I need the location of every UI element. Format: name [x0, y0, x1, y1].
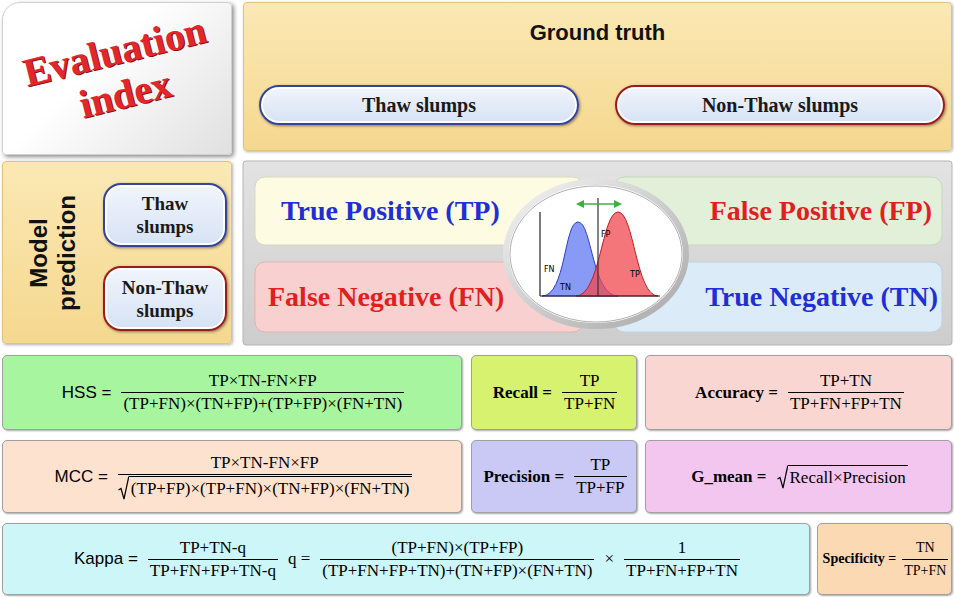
radical-stroke [777, 465, 787, 488]
radical-stroke [118, 477, 128, 500]
node-text: Non-Thaw slumps [702, 93, 858, 117]
matrix-cell: False Positive (FP) [614, 177, 942, 245]
formula-text: TP+FN+FP+TN-q [148, 561, 278, 581]
fraction-bar [148, 559, 278, 560]
plot-ellipse [506, 182, 686, 326]
header-panel: Model prediction Thaw slumpsNon-Thaw slum… [2, 161, 232, 344]
formula-box: G_mean = Recall×Precision [645, 440, 952, 513]
curve-label: FN [544, 265, 555, 274]
shift-arrow-head [576, 200, 584, 208]
heading-text: Model prediction [25, 183, 81, 323]
class-pill: Non-Thaw slumps [615, 85, 945, 125]
formula-text: TP [588, 455, 612, 475]
node-text: True Positive (TP) [281, 195, 500, 227]
curve-label: TN [560, 283, 571, 292]
formula-box: Kappa = TP+TN-qTP+FN+FP+TN-q q = (TP+FN)×(T… [2, 523, 810, 595]
formula-name: Specificity = [821, 549, 899, 569]
formula-text: TP+FN+FP+TN [624, 561, 740, 581]
formula-box: MCC = TP×TN-FN×FP (TP+FP)×(TP+FN)×(TN+FP)×… [2, 440, 462, 513]
radical-sign [777, 465, 788, 489]
formula-name: HSS = [60, 383, 114, 403]
formula-box: Specificity = TN TP+FN [817, 523, 952, 595]
fraction: (TP+FN)×(TP+FP) (TP+FN+FP+TN)+(TN+FP)×(FN… [320, 538, 594, 581]
formula-text: (TP+FN+FP+TN)+(TN+FP)×(FN+TN) [320, 561, 594, 581]
node-text: False Negative (FN) [268, 281, 504, 313]
formula-text: TP×TN-FN×FP [209, 453, 321, 473]
fraction-bar [788, 392, 904, 393]
formula-text: TP+FN [902, 561, 948, 581]
node-text: Thaw slumps [362, 93, 476, 117]
radical-sign [118, 476, 129, 500]
fraction: TP TP+FN [562, 371, 617, 414]
formula-text: (TP+FN)×(TP+FP) [389, 538, 525, 558]
formula-text: (TP+FN)×(TN+FP)+(TP+FP)×(FN+TN) [121, 394, 404, 414]
fraction: 1TP+FN+FP+TN [624, 538, 740, 581]
formula-text: (TP+FP)×(TP+FN)×(TN+FP)×(FN+TN) [129, 476, 412, 500]
x-axis [540, 295, 660, 296]
fraction: TP×TN-FN×FP (TP+FP)×(TP+FN)×(TN+FP)×(FN+T… [118, 453, 412, 500]
node-text: True Negative (TN) [705, 281, 938, 313]
heading-text: Ground truth [244, 20, 951, 46]
fraction-bar [574, 476, 626, 477]
y-axis [539, 212, 540, 296]
heading-text: Evaluation index [12, 6, 227, 140]
formula-box: HSS = TP×TN-FN×FP (TP+FN)×(TN+FP)+(TP+FP)×… [2, 355, 462, 430]
formula-box: Recall = TP TP+FN [471, 355, 637, 430]
formula-name: Accuracy = [693, 383, 780, 403]
class-pill: Non-Thaw slumps [103, 266, 227, 331]
header-panel: Ground truthThaw slumps Non-Thaw slumps [243, 2, 952, 151]
formula-text: TP+FP [574, 478, 626, 498]
fraction: TN TP+FN [902, 538, 948, 581]
matrix-panel [243, 161, 952, 345]
formula-text: TN [914, 538, 937, 558]
formula-text: TP+FN+FP+TN [788, 394, 904, 414]
shift-arrow-head [614, 200, 622, 208]
fraction-bar [118, 474, 412, 475]
title-box: Evaluation index [2, 2, 232, 155]
formula-text: TP×TN-FN×FP [207, 371, 319, 391]
node-text: False Positive (FP) [710, 195, 932, 227]
positive-distribution [576, 212, 658, 296]
matrix-cell: False Negative (FN) [255, 262, 583, 332]
node-text: Non-Thaw slumps [115, 276, 215, 322]
formula-name: Kappa = [72, 549, 140, 569]
fraction-bar [121, 392, 404, 393]
fraction-bar [562, 392, 617, 393]
formula-text: TP+TN [818, 371, 874, 391]
fraction: TP+TN TP+FN+FP+TN [788, 371, 904, 414]
formula-text: q = [286, 549, 312, 569]
shift-arrow [582, 203, 616, 205]
formula-box: Precision = TP TP+FP [471, 440, 637, 513]
fraction-bar [902, 559, 948, 560]
fraction: TP TP+FP [574, 455, 626, 498]
formula-text: × [602, 549, 616, 569]
matrix-cell: True Positive (TP) [255, 177, 583, 245]
formula-text: 1 [676, 538, 689, 558]
formula-name: G_mean = [689, 467, 768, 487]
curve-label: FP [601, 230, 610, 239]
node-text: Thaw slumps [123, 192, 207, 238]
class-pill: Thaw slumps [103, 183, 227, 247]
square-root: Recall×Precision [777, 465, 908, 489]
formula-text: TP [578, 371, 602, 391]
matrix-cell: True Negative (TN) [614, 262, 942, 332]
formula-name: Precision = [481, 467, 566, 487]
fraction-bar [624, 559, 740, 560]
square-root: (TP+FP)×(TP+FN)×(TN+FP)×(FN+TN) [118, 476, 412, 500]
formula-name: MCC = [52, 467, 109, 487]
fraction: TP+TN-qTP+FN+FP+TN-q [148, 538, 278, 581]
class-pill: Thaw slumps [259, 85, 579, 125]
formula-text: TP+TN-q [178, 538, 248, 558]
fraction: TP×TN-FN×FP (TP+FN)×(TN+FP)+(TP+FP)×(FN+T… [121, 371, 404, 414]
formula-text: Recall×Precision [788, 465, 908, 489]
formula-box: Accuracy = TP+TN TP+FN+FP+TN [645, 355, 952, 430]
formula-text: TP+FN [562, 394, 617, 414]
curve-label: TP [630, 270, 640, 279]
formula-name: Recall = [491, 383, 554, 403]
plot-ellipse-inner [510, 186, 682, 322]
threshold-line [597, 198, 598, 296]
fraction-bar [320, 559, 594, 560]
